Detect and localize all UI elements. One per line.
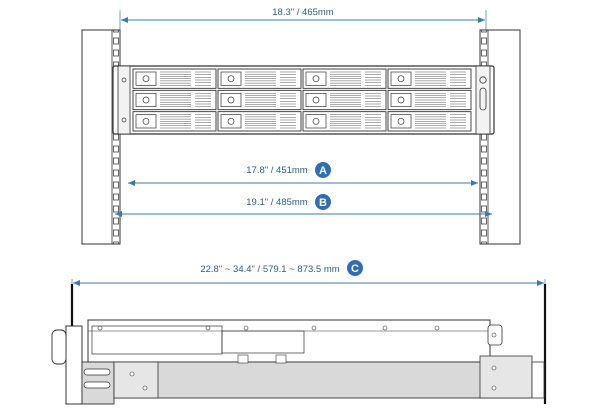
dimension-c: 22.8" ~ 34.4" / 579.1 ~ 873.5 mm C [71,260,546,289]
badge-c-icon [347,260,363,276]
dimension-b-label: 19.1" / 485mm [246,197,308,208]
drive-bay [217,89,302,111]
drive-bay [217,68,302,89]
dimension-a-label: 17.8" / 451mm [246,165,308,176]
drive-bay [387,68,472,89]
drive-bay [132,89,217,111]
right-rack-post [479,29,521,245]
left-rack-post [81,29,121,245]
badge-b-letter: B [319,197,327,209]
drive-bay [387,89,472,111]
badge-a-letter: A [319,165,327,177]
drive-bay [387,111,472,132]
dimension-c-label: 22.8" ~ 34.4" / 579.1 ~ 873.5 mm [200,264,339,275]
top-width-dimension: 18.3" / 465mm [119,7,487,36]
drive-bay [302,111,387,132]
badge-b-icon [315,194,331,210]
badge-a-icon [315,162,331,178]
slide-rail [113,354,545,399]
led-strip [479,87,487,111]
side-view: 22.8" ~ 34.4" / 579.1 ~ 873.5 mm C [51,260,547,405]
badge-c-letter: C [351,263,359,275]
drive-bay [132,68,217,89]
top-width-label: 18.3" / 465mm [272,7,334,18]
dimension-b: 19.1" / 485mm B [115,194,492,217]
front-mount-ear [51,325,115,405]
drive-bay [302,68,387,89]
front-view: 18.3" / 465mm 17.8" / 451mm A [81,7,521,245]
drive-bay-grid [132,68,472,132]
drive-bay [302,89,387,111]
nas-chassis-side [87,319,503,363]
drive-bay [217,111,302,132]
dimension-a: 17.8" / 451mm A [128,162,478,186]
power-button-icon [479,76,487,84]
drive-bay [132,111,217,132]
